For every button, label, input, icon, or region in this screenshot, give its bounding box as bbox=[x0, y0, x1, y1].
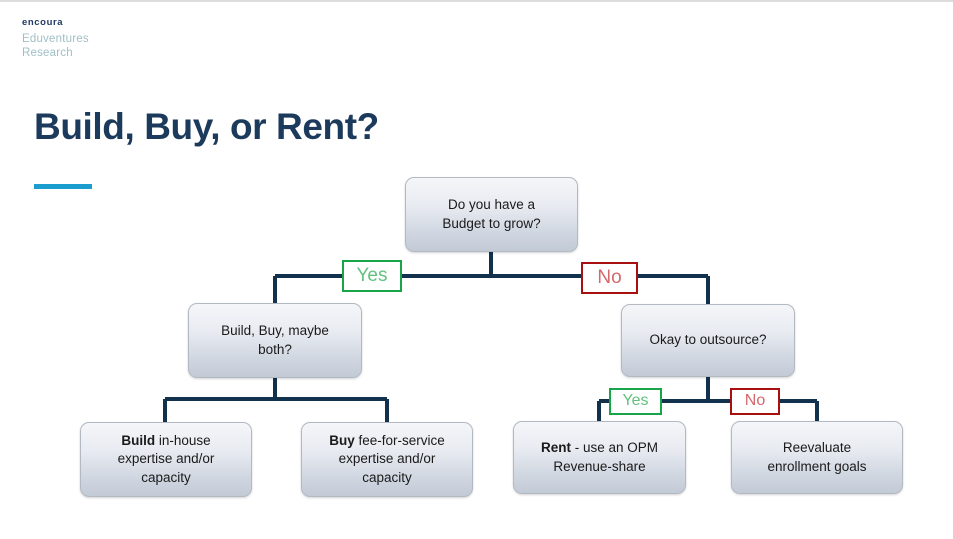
title-accent-rule bbox=[34, 184, 92, 189]
node-build-in-house[interactable]: Build in-house expertise and/or capacity bbox=[80, 422, 252, 497]
node-budget-line2: Budget to grow? bbox=[442, 215, 541, 231]
branch-label-no-right: No bbox=[730, 388, 780, 415]
branch-label-yes-top-text: Yes bbox=[356, 264, 388, 286]
node-okay-to-outsource[interactable]: Okay to outsource? bbox=[621, 304, 795, 377]
node-build-line2: expertise and/or bbox=[117, 451, 215, 467]
logo-encoura-wordmark: encoura bbox=[22, 17, 64, 28]
node-buy-fee-for-service[interactable]: Buy fee-for-service expertise and/or cap… bbox=[301, 422, 473, 497]
node-rent-rest: - use an OPM bbox=[570, 439, 659, 455]
node-build-rest: in-house bbox=[155, 432, 211, 448]
node-build-buy-both[interactable]: Build, Buy, maybe both? bbox=[188, 303, 362, 378]
node-reevaluate-line2: enrollment goals bbox=[767, 458, 867, 474]
branch-label-yes-top: Yes bbox=[342, 260, 402, 292]
node-budget-question[interactable]: Do you have a Budget to grow? bbox=[405, 177, 578, 252]
branch-label-yes-right: Yes bbox=[609, 388, 662, 415]
page-title: Build, Buy, or Rent? bbox=[34, 106, 379, 147]
branch-label-yes-right-text: Yes bbox=[622, 391, 649, 409]
node-build-line3: capacity bbox=[141, 469, 191, 485]
node-budget-line1: Do you have a bbox=[447, 196, 536, 212]
node-bbm-line2: both? bbox=[258, 341, 292, 357]
logo-eduventures-line1: Eduventures bbox=[22, 32, 89, 45]
branch-label-no-right-text: No bbox=[744, 391, 766, 409]
brand-logo: encoura Eduventures Research bbox=[22, 18, 89, 60]
node-build-lead: Build bbox=[121, 432, 156, 448]
node-buy-line3: capacity bbox=[362, 469, 412, 485]
node-reevaluate-line1: Reevaluate bbox=[782, 439, 852, 455]
node-rent-line2: Revenue-share bbox=[553, 458, 646, 474]
node-rent-lead: Rent bbox=[540, 439, 571, 455]
node-buy-lead: Buy bbox=[329, 432, 355, 448]
node-buy-rest: fee-for-service bbox=[354, 432, 445, 448]
node-reevaluate-goals[interactable]: Reevaluate enrollment goals bbox=[731, 421, 903, 494]
node-outsource-line1: Okay to outsource? bbox=[649, 332, 767, 348]
branch-label-no-top: No bbox=[581, 262, 638, 294]
node-bbm-line1: Build, Buy, maybe bbox=[221, 322, 329, 338]
branch-label-no-top-text: No bbox=[597, 266, 622, 288]
node-buy-line2: expertise and/or bbox=[338, 451, 436, 467]
node-rent-opm[interactable]: Rent - use an OPM Revenue-share bbox=[513, 421, 686, 494]
logo-eduventures-line2: Research bbox=[22, 46, 73, 59]
